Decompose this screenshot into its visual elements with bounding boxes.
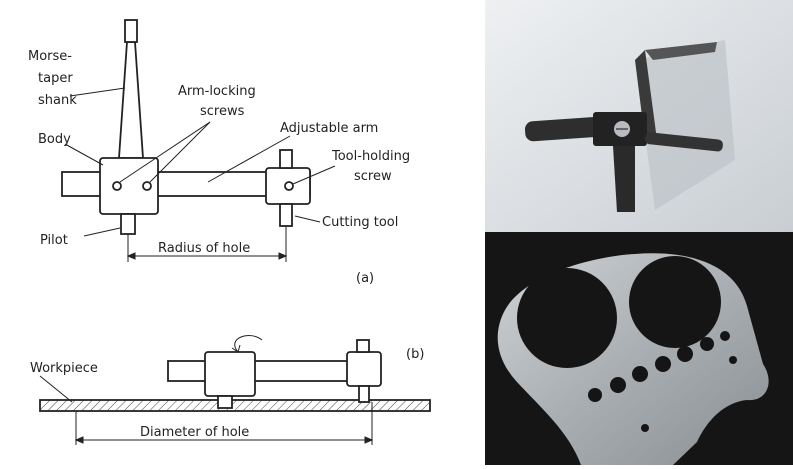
label-morse-2: taper [38, 71, 73, 86]
caption-b: (b) [406, 347, 424, 362]
fly-cutter-photo-art [485, 0, 793, 232]
cutting-tool-b [358, 385, 370, 403]
cut-plate-photo-art [485, 232, 793, 465]
leader-lines-b [39, 335, 374, 445]
shank-tang [124, 19, 138, 43]
label-diameter: Diameter of hole [140, 425, 249, 440]
label-workpiece: Workpiece [30, 361, 98, 376]
label-tool-holding-2: screw [354, 169, 392, 184]
body-b [204, 351, 256, 397]
fly-cutter-photo [485, 0, 793, 232]
cutting-tool [279, 149, 293, 169]
drawing-b [39, 339, 431, 412]
arm-locking-screw-2 [142, 181, 152, 191]
label-cutting-tool: Cutting tool [322, 215, 398, 230]
morse-taper-shank [118, 41, 144, 159]
fly-cutter-drawings: Morse- taper shank Arm-locking screws Ad… [28, 19, 431, 445]
label-arm-locking-2: screws [200, 104, 245, 119]
label-arm-locking-1: Arm-locking [178, 84, 256, 99]
label-morse-3: shank [38, 93, 77, 108]
tool-holding-screw [284, 181, 294, 191]
drawing-a [61, 19, 311, 235]
cutting-tool-top-b [356, 339, 370, 353]
diagram-panel: Morse- taper shank Arm-locking screws Ad… [28, 19, 431, 445]
label-tool-holding-1: Tool-holding [331, 149, 410, 164]
workpiece-plate [39, 399, 431, 412]
pilot-b [217, 395, 233, 409]
label-body: Body [38, 132, 71, 147]
arm-locking-screw-1 [112, 181, 122, 191]
label-morse-1: Morse- [28, 49, 72, 64]
caption-a: (a) [356, 271, 374, 286]
label-pilot: Pilot [40, 233, 68, 248]
cutting-tool-tip [279, 203, 293, 227]
label-radius: Radius of hole [158, 241, 250, 256]
arm-b [167, 360, 369, 382]
cut-plate-photo [485, 232, 793, 465]
pilot [120, 213, 136, 235]
label-adjustable-arm: Adjustable arm [280, 121, 378, 136]
tool-holder-b [346, 351, 382, 387]
leader-lines-a [64, 87, 336, 262]
